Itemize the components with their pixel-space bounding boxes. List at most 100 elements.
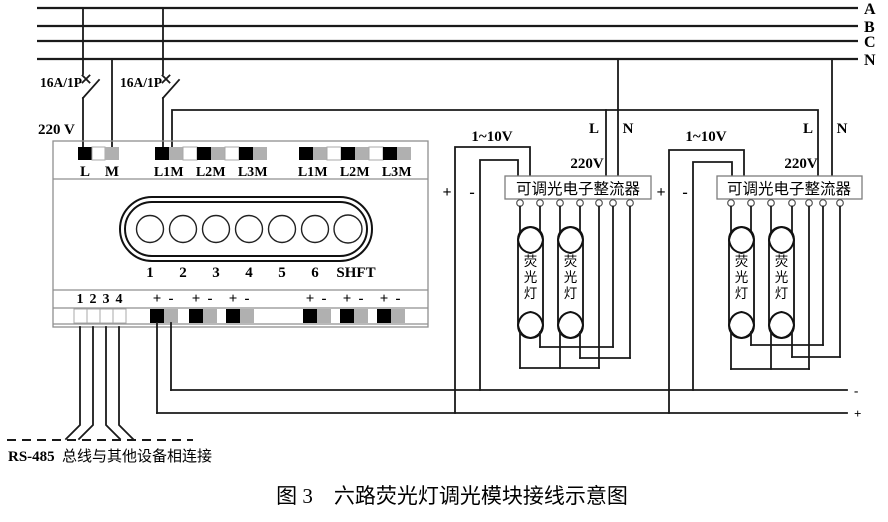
svg-text:2: 2: [179, 265, 187, 281]
svg-text:4: 4: [245, 265, 253, 281]
svg-text:-: -: [682, 184, 687, 201]
svg-text:+: +: [854, 406, 861, 421]
svg-text:6: 6: [311, 265, 319, 281]
svg-text:-: -: [396, 291, 401, 307]
b1-control-plus-wire: [454, 146, 531, 414]
b2-mains-voltage: 220V: [784, 156, 818, 172]
svg-text:荧: 荧: [735, 254, 749, 269]
rs485-prefix: RS-485: [8, 449, 55, 465]
channel-button-4: [234, 214, 264, 244]
svg-text:荧: 荧: [564, 254, 578, 269]
channel-button-6: [300, 214, 330, 244]
svg-text:+: +: [343, 291, 352, 307]
svg-text:-: -: [169, 291, 174, 307]
module-body: [52, 140, 429, 328]
rs485-note: 总线与其他设备相连接: [62, 448, 212, 465]
svg-text:光: 光: [775, 270, 789, 285]
svg-text:灯: 灯: [775, 286, 789, 301]
b2-ballast-box: [716, 175, 863, 200]
b2-ballast-label: 可调光电子整流器: [727, 180, 852, 198]
b1-ballast-box: [504, 175, 652, 200]
svg-text:L2: L2: [340, 165, 356, 180]
b1-control-voltage: 1~10V: [471, 129, 512, 145]
b2-fluorescent-lamp-2: 荧 光 灯: [767, 225, 796, 340]
b2-fluorescent-lamp-1: 荧 光 灯: [727, 225, 756, 340]
b1-neutral-label: N: [623, 121, 634, 137]
svg-text:4: 4: [116, 292, 123, 307]
b2-control-plus-wire: [668, 149, 745, 414]
svg-text:灯: 灯: [524, 286, 538, 301]
figure-caption: 图 3 六路荧光灯调光模块接线示意图: [276, 484, 628, 508]
terminal-l: [78, 147, 92, 160]
svg-text:1: 1: [77, 292, 84, 307]
svg-text:3: 3: [103, 292, 110, 307]
svg-text:光: 光: [564, 270, 578, 285]
svg-text:2: 2: [90, 292, 97, 307]
b1-fluorescent-lamp-1: 荧 光 灯: [516, 225, 545, 340]
svg-text:L1: L1: [154, 165, 170, 180]
bus-label-c: C: [864, 34, 876, 51]
shift-button: [333, 214, 363, 244]
module-top-terminals-ch4-6: L1 M L2 M L3 M: [298, 146, 412, 180]
svg-text:光: 光: [735, 270, 749, 285]
ballast-group-1: + - 1~10V L N 220V 可调光电子整流器 荧 光 灯: [442, 121, 652, 414]
bus-label-a: A: [864, 1, 876, 18]
svg-text:荧: 荧: [775, 254, 789, 269]
svg-text:L3: L3: [382, 165, 398, 180]
ballast-group-2: + - 1~10V L N 220V 可调光电子整流器 荧 光 灯: [656, 121, 863, 414]
svg-text:-: -: [359, 291, 364, 307]
svg-text:-: -: [245, 291, 250, 307]
channel-button-2: [168, 214, 198, 244]
svg-text:1: 1: [146, 265, 154, 281]
label-m: M: [105, 164, 119, 180]
svg-text:+: +: [380, 291, 389, 307]
svg-text:L3: L3: [238, 165, 254, 180]
breaker-1: 16A/1P: [40, 7, 101, 148]
svg-text:灯: 灯: [564, 286, 578, 301]
label-l: L: [80, 164, 90, 180]
svg-text:-: -: [854, 383, 858, 398]
svg-text:+: +: [442, 184, 451, 201]
breaker2-blade: [161, 78, 181, 100]
svg-text:-: -: [208, 291, 213, 307]
b1-control-minus-wire: [479, 159, 519, 391]
dimming-control-bus: - +: [156, 322, 861, 421]
svg-text:M: M: [254, 165, 267, 180]
rs485-bus: RS-485 总线与其他设备相连接: [7, 326, 212, 465]
svg-text:-: -: [469, 184, 474, 201]
b1-ballast-label: 可调光电子整流器: [516, 180, 641, 198]
svg-text:M: M: [398, 165, 411, 180]
breaker1-label: 16A/1P: [40, 75, 82, 90]
svg-text:-: -: [322, 291, 327, 307]
b2-line-label: L: [803, 121, 813, 137]
supply: 220 V: [38, 58, 113, 148]
channel-button-1: [135, 214, 165, 244]
svg-text:荧: 荧: [524, 254, 538, 269]
switched-line-feed: [171, 109, 819, 177]
b1-line-label: L: [589, 121, 599, 137]
svg-text:+: +: [306, 291, 315, 307]
mains-bus: A B C N: [37, 1, 876, 69]
b1-mains-voltage: 220V: [570, 156, 604, 172]
b2-control-voltage: 1~10V: [685, 129, 726, 145]
svg-text:M: M: [356, 165, 369, 180]
svg-text:光: 光: [524, 270, 538, 285]
svg-text:3: 3: [212, 265, 220, 281]
supply-voltage-label: 220 V: [38, 122, 75, 138]
breaker1-blade: [81, 78, 101, 100]
breaker-2: 16A/1P: [120, 7, 181, 148]
shift-label: SHFT: [336, 265, 375, 281]
terminal-m: [105, 147, 119, 160]
svg-text:L1: L1: [298, 165, 314, 180]
line-feed-wire: [171, 109, 819, 177]
module-output-terminals: + - + - + - + - + - + -: [150, 291, 405, 323]
svg-text:L2: L2: [196, 165, 212, 180]
bus-label-n: N: [864, 52, 876, 69]
module-top-terminals-supply: L M: [78, 146, 119, 180]
module-top-terminals-ch1-3: L1 M L2 M L3 M: [154, 146, 268, 180]
b2-neutral-label: N: [837, 121, 848, 137]
neutral-drops: [617, 58, 833, 177]
channel-button-panel: 1 2 3 4 5 6 SHFT: [119, 196, 376, 281]
